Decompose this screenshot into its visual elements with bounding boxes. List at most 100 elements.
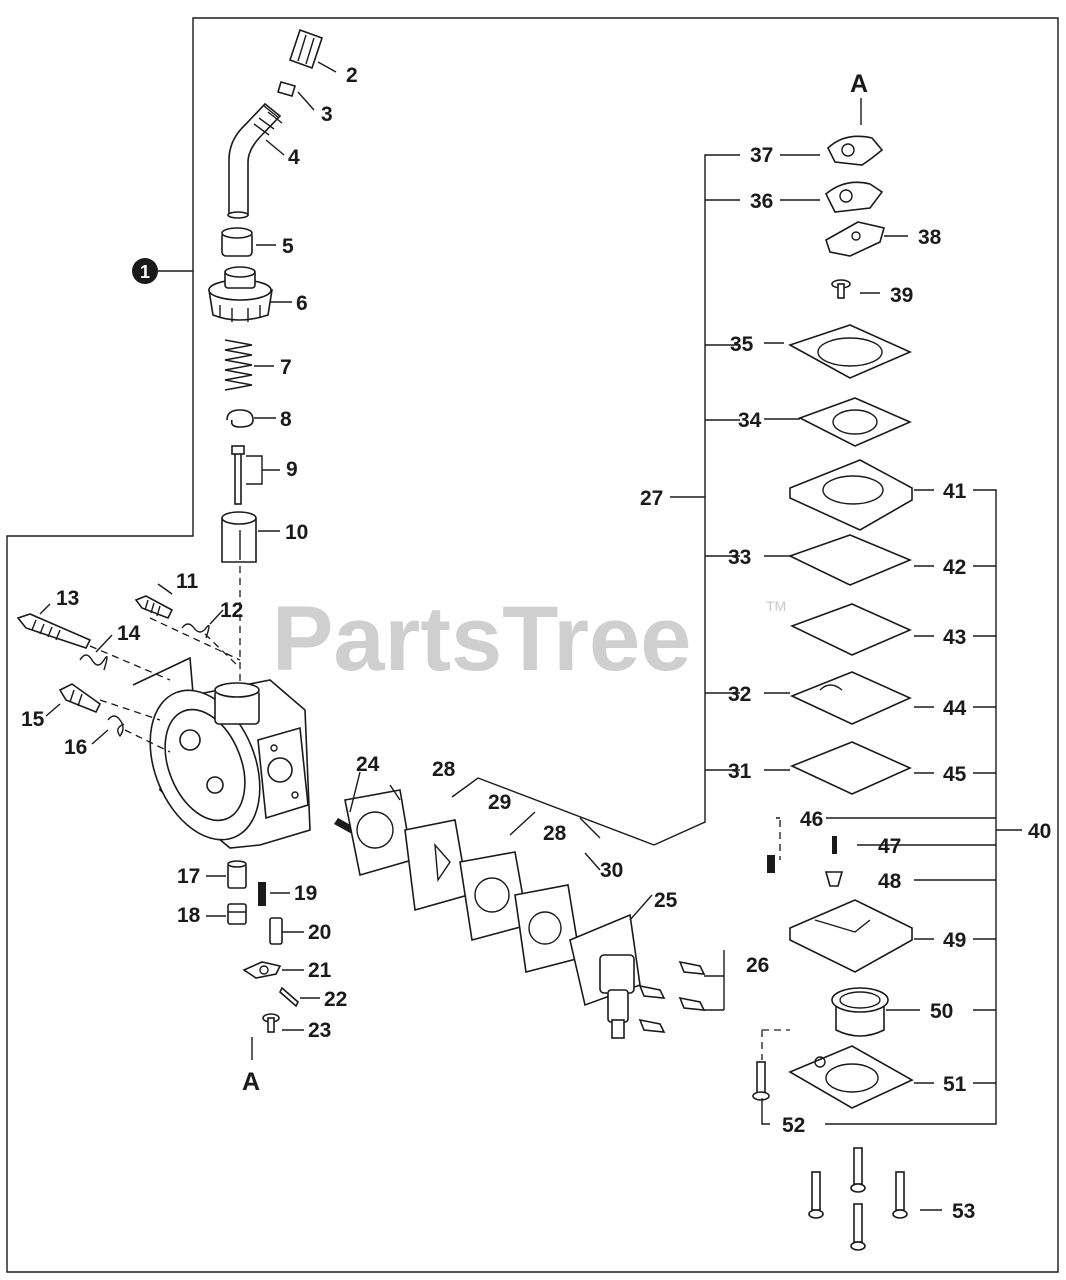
callout-31: 31 [728, 760, 752, 783]
part-41-body [789, 459, 913, 531]
callout-52: 52 [782, 1114, 805, 1137]
watermark-text: PartsTree [272, 588, 691, 690]
part-47-pin [767, 836, 837, 873]
callout-46: 46 [800, 808, 823, 831]
callout-51: 51 [943, 1073, 967, 1096]
callout-13: 13 [56, 587, 79, 610]
reference-label-a-bottom: A [242, 1068, 260, 1096]
callout-12: 12 [220, 599, 243, 622]
part-50-primer-bulb [831, 987, 889, 1037]
callout-6: 6 [296, 292, 308, 315]
part-5-grommet [221, 227, 253, 257]
callout-34: 34 [738, 409, 762, 432]
part-20-pin [269, 917, 283, 945]
part-19-spring [258, 882, 266, 906]
part-29-gasket [404, 819, 469, 912]
callout-32: 32 [728, 683, 751, 706]
part-43-gasket [789, 603, 912, 656]
part-35-gasket [788, 324, 912, 379]
callout-28a: 28 [432, 758, 456, 781]
part-23-screw [262, 1013, 280, 1033]
callout-15: 15 [21, 708, 45, 731]
callout-48: 48 [878, 870, 902, 893]
part-10-sleeve [221, 511, 257, 563]
callout-35: 35 [730, 333, 754, 356]
callout-9: 9 [286, 458, 298, 481]
callout-23: 23 [308, 1019, 331, 1042]
callout-53: 53 [952, 1200, 975, 1223]
part-15-needle [58, 683, 102, 714]
callout-8: 8 [280, 408, 292, 431]
part-3-ring [277, 81, 296, 97]
callout-14: 14 [117, 622, 141, 645]
part-16-spring [107, 715, 125, 738]
diagram-frame [6, 17, 1059, 1273]
callout-44: 44 [943, 697, 967, 720]
callout-25: 25 [654, 889, 678, 912]
part-34-diaphragm [797, 397, 913, 447]
callout-50: 50 [930, 1000, 953, 1023]
part-8-clip [226, 409, 254, 428]
part-13-needle [16, 613, 92, 649]
part-33-gasket [787, 534, 913, 586]
part-4-fuel-hose [227, 102, 283, 219]
part-17-plug [227, 860, 247, 889]
callout-labels: 2 3 4 5 6 7 8 9 10 11 12 13 14 15 16 17 … [21, 64, 1051, 1223]
callout-30: 30 [600, 859, 623, 882]
part-28-gasket [344, 789, 413, 877]
callout-10: 10 [285, 521, 308, 544]
callout-17: 17 [177, 865, 200, 888]
callout-49: 49 [943, 929, 966, 952]
part-30-gasket [514, 884, 581, 973]
callout-47: 47 [878, 835, 901, 858]
callout-45: 45 [943, 763, 967, 786]
part-21-lever [242, 961, 282, 979]
callout-41: 41 [943, 480, 967, 503]
part-49-metering-body [789, 899, 913, 973]
watermark-trademark: TM [766, 598, 786, 614]
leader-lines [39, 61, 1022, 1211]
part-38-lever [825, 221, 886, 257]
callout-19: 19 [294, 882, 317, 905]
part-12-spring [181, 623, 210, 639]
part-32-gasket [789, 671, 912, 725]
reference-label-a-top: A [850, 70, 868, 98]
part-14-spring [79, 654, 108, 671]
part-31-gasket [789, 741, 912, 795]
part-39-screw [831, 279, 851, 299]
part-36-plate [825, 181, 884, 213]
part-51-cover [788, 1045, 914, 1109]
part-52-screw [752, 1061, 770, 1101]
callout-39: 39 [890, 284, 913, 307]
callout-21: 21 [308, 959, 332, 982]
callout-40: 40 [1028, 820, 1051, 843]
callout-36: 36 [750, 190, 773, 213]
callout-33: 33 [728, 546, 751, 569]
callout-42: 42 [943, 556, 966, 579]
part-7-spring [224, 339, 253, 391]
callout-2: 2 [346, 64, 358, 87]
callout-3: 3 [321, 103, 333, 126]
part-11-needle [134, 595, 174, 620]
callout-4: 4 [288, 146, 300, 169]
svg-text:1: 1 [140, 262, 150, 282]
callout-27: 27 [640, 487, 663, 510]
part-2-cap [288, 28, 324, 70]
part-22-pin [279, 986, 299, 1008]
part-53-screws [808, 1147, 908, 1251]
assembly-marker-1: 1 [132, 258, 193, 284]
callout-29: 29 [488, 791, 511, 814]
callout-26: 26 [746, 954, 769, 977]
callout-7: 7 [280, 356, 292, 379]
carburetor-body [132, 656, 311, 849]
part-9-pin [231, 445, 245, 505]
part-25-pump-body [569, 913, 641, 1039]
callout-5: 5 [282, 235, 294, 258]
part-37-plate [827, 135, 884, 166]
part-6-pump-cover [208, 266, 273, 322]
callout-38: 38 [918, 226, 942, 249]
callout-11: 11 [176, 570, 199, 593]
callout-37: 37 [750, 144, 773, 167]
